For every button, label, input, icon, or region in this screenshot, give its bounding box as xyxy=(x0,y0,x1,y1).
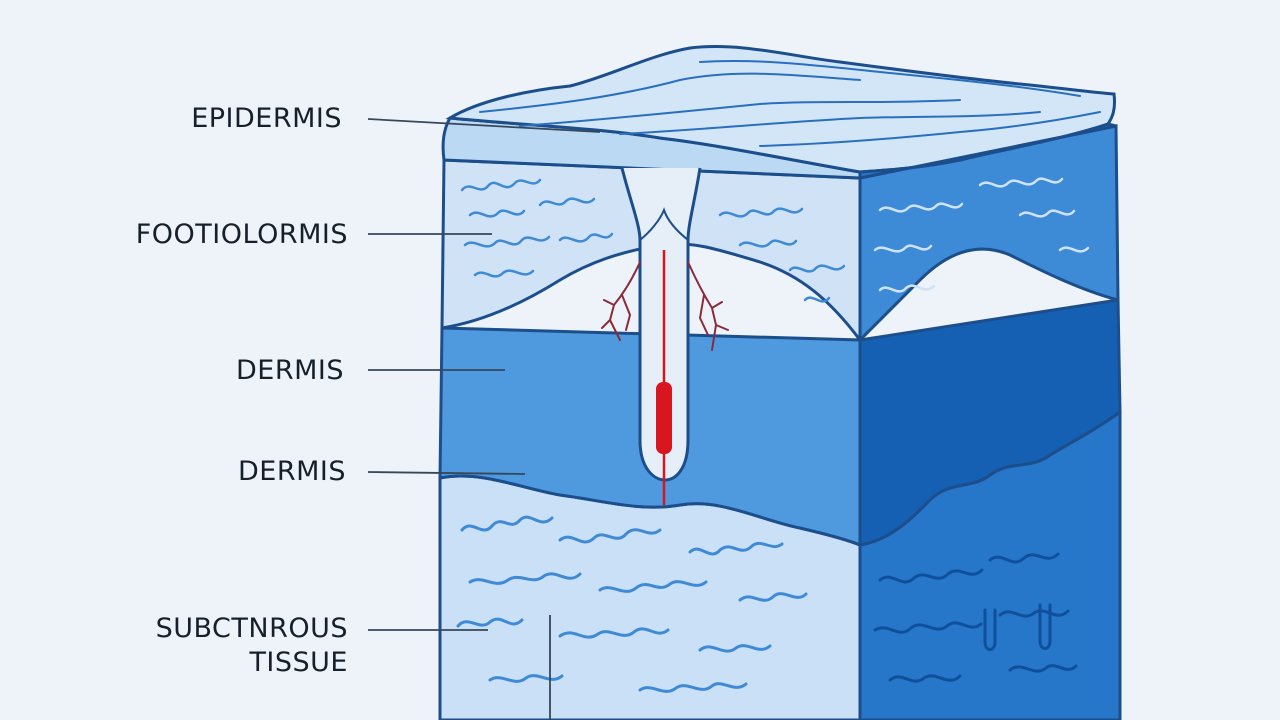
subcutaneous-layer xyxy=(438,409,1122,720)
label-dermis-lower: DERMIS xyxy=(237,456,346,487)
label-subcutaneous-line1: SUBCTNROUS xyxy=(155,613,348,644)
epidermis-layer xyxy=(441,45,1117,180)
epidermis-top-surface xyxy=(445,45,1116,174)
label-subcutaneous-line2: TISSUE xyxy=(249,647,348,678)
leader-dermis-lower xyxy=(367,471,526,475)
follicle-inner xyxy=(639,207,689,241)
label-dermis-upper: DERMIS xyxy=(235,355,344,386)
label-footiolormis: FOOTIOLORMIS xyxy=(135,219,348,250)
papillary-side-texture xyxy=(873,177,1090,293)
hair-follicle xyxy=(601,167,729,505)
subcutaneous-texture xyxy=(456,515,808,693)
papillary-texture xyxy=(460,178,846,303)
hair-bulb xyxy=(656,382,672,454)
epidermis-side-face xyxy=(858,122,1117,180)
surface-lines xyxy=(479,59,1101,147)
subcutaneous-side-texture xyxy=(873,552,1078,683)
label-subcutaneous-tissue: SUBCTNROUS TISSUE xyxy=(156,612,348,680)
leader-lines xyxy=(367,118,601,720)
nerve-branches xyxy=(601,261,729,351)
dermis-side-face xyxy=(858,298,1122,547)
leader-epidermis xyxy=(367,118,601,133)
papillary-side-face xyxy=(858,124,1120,344)
label-epidermis: EPIDERMIS xyxy=(191,103,342,134)
